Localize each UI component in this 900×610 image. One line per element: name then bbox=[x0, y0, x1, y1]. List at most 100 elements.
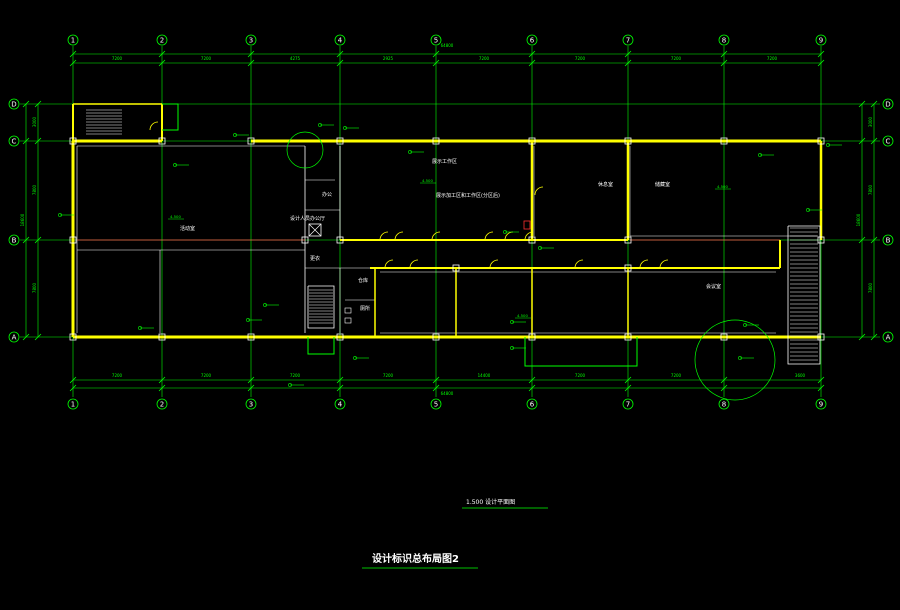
annotation-tag bbox=[408, 150, 412, 154]
door-swing bbox=[409, 259, 419, 269]
structural-column bbox=[624, 264, 632, 272]
grid-bubble-col-2 bbox=[156, 398, 168, 410]
exterior-walls bbox=[71, 103, 823, 367]
bottom-dimension-label: 3600 bbox=[795, 373, 806, 378]
dimension-tick bbox=[720, 376, 728, 384]
structural-column bbox=[432, 137, 440, 145]
dimension-tick bbox=[720, 50, 728, 58]
right-overall-dimension-label: 18600 bbox=[856, 213, 861, 226]
grid-bubble-label-col-7: 7 bbox=[626, 401, 630, 409]
grid-bubble-col-8 bbox=[718, 34, 730, 46]
annotation-tag bbox=[503, 230, 507, 234]
grid-bubble-label-col-4: 4 bbox=[338, 37, 343, 45]
plan-title: 1.500 设计平面图 bbox=[466, 498, 515, 506]
grid-bubble-row-D bbox=[882, 98, 894, 110]
grid-bubble-label-col-5: 5 bbox=[434, 37, 438, 45]
structural-column bbox=[624, 137, 632, 145]
level-mark-label: 4.500 bbox=[170, 214, 181, 219]
structural-column bbox=[624, 333, 632, 341]
dimension-tick bbox=[817, 376, 825, 384]
grid-bubble-label-col-1: 1 bbox=[71, 37, 75, 45]
left-dimension-label: 7800 bbox=[32, 282, 37, 293]
top-dimension-label: 2925 bbox=[383, 56, 394, 61]
bottom-overall-dimension-label: 64800 bbox=[441, 391, 454, 396]
dimension-tick bbox=[158, 50, 166, 58]
grid-bubble-label-col-2: 2 bbox=[160, 401, 164, 409]
structural-column bbox=[817, 333, 825, 341]
dimension-tick bbox=[858, 236, 866, 244]
dimension-tick bbox=[34, 236, 42, 244]
structural-column bbox=[247, 137, 255, 145]
room-labels: 活动室办公展示工作区展示加工区和工作区(分区后)休息室储藏室会议室设计人员办公厅… bbox=[168, 158, 731, 319]
structural-column bbox=[336, 333, 344, 341]
grid-bubble-label-row-A: A bbox=[12, 334, 17, 342]
structural-column bbox=[528, 333, 536, 341]
room-label: 活动室 bbox=[180, 225, 195, 232]
grid-bubble-label-col-5: 5 bbox=[434, 401, 438, 409]
dimension-tick bbox=[624, 384, 632, 392]
annotation-tag bbox=[173, 163, 177, 167]
bottom-dimension-label: 7200 bbox=[290, 373, 301, 378]
detail-callout-circle bbox=[286, 131, 324, 169]
door-swing bbox=[489, 259, 499, 269]
grid-bubble-label-row-B: B bbox=[886, 237, 891, 245]
dimension-tick bbox=[870, 333, 878, 341]
grid-bubble-row-B bbox=[882, 234, 894, 246]
structural-column bbox=[69, 333, 77, 341]
grid-bubble-col-6 bbox=[526, 34, 538, 46]
grid-bubble-label-col-8: 8 bbox=[722, 401, 726, 409]
structural-column bbox=[452, 264, 460, 272]
grid-bubble-label-col-6: 6 bbox=[530, 37, 535, 45]
grid-bubble-label-row-A: A bbox=[886, 334, 891, 342]
left-dimension-label: 7800 bbox=[32, 184, 37, 195]
dimension-tick bbox=[69, 376, 77, 384]
grid-bubble-row-A bbox=[8, 331, 20, 343]
room-label: 展示工作区 bbox=[432, 158, 457, 165]
interior-partitions bbox=[76, 145, 817, 334]
grid-bubble-col-7 bbox=[622, 398, 634, 410]
room-label: 更衣 bbox=[310, 255, 320, 262]
fire-hydrant-box bbox=[523, 220, 531, 230]
door-swing bbox=[659, 259, 669, 269]
top-overall-dimension-label: 64800 bbox=[441, 43, 454, 48]
grid-bubble-label-col-2: 2 bbox=[160, 37, 164, 45]
dimension-tick bbox=[22, 100, 30, 108]
structural-column bbox=[247, 333, 255, 341]
top-dimension-label: 7200 bbox=[479, 56, 490, 61]
annotation-tag bbox=[738, 356, 742, 360]
dimension-tick bbox=[528, 50, 536, 58]
structural-column bbox=[720, 333, 728, 341]
structural-column bbox=[336, 236, 344, 244]
dimension-tick bbox=[624, 59, 632, 67]
grid-bubble-label-row-D: D bbox=[11, 101, 16, 109]
bottom-dimension-label: 7200 bbox=[671, 373, 682, 378]
dimension-tick bbox=[336, 50, 344, 58]
top-dimension-label: 7200 bbox=[112, 56, 123, 61]
bottom-dimension-label: 7200 bbox=[383, 373, 394, 378]
annotation-tag bbox=[510, 320, 514, 324]
door-swing bbox=[149, 121, 159, 131]
grid-bubble-col-3 bbox=[245, 34, 257, 46]
level-mark-label: 4.500 bbox=[422, 178, 433, 183]
grid-bubble-row-C bbox=[882, 135, 894, 147]
dimension-tick bbox=[720, 59, 728, 67]
grid-bubble-label-col-3: 3 bbox=[249, 401, 253, 409]
grid-bubble-row-C bbox=[8, 135, 20, 147]
dimension-tick bbox=[247, 50, 255, 58]
structural-column bbox=[624, 236, 632, 244]
left-overall-dimension-label: 18600 bbox=[20, 213, 25, 226]
grid-bubble-col-4 bbox=[334, 34, 346, 46]
sheet-title: 设计标识总布局图2 bbox=[372, 552, 459, 565]
annotation-tag bbox=[353, 356, 357, 360]
grid-bubble-label-col-3: 3 bbox=[249, 37, 253, 45]
dimension-tick bbox=[158, 376, 166, 384]
grid-bubble-col-1 bbox=[67, 34, 79, 46]
grid-bubble-label-row-C: C bbox=[886, 138, 891, 146]
level-mark-label: 4.500 bbox=[517, 313, 528, 318]
dimension-tick bbox=[817, 384, 825, 392]
dimension-tick bbox=[22, 236, 30, 244]
top-dimension-label: 4275 bbox=[290, 56, 301, 61]
grid-bubble-label-col-6: 6 bbox=[530, 401, 535, 409]
structural-column bbox=[817, 236, 825, 244]
grid-bubble-col-7 bbox=[622, 34, 634, 46]
